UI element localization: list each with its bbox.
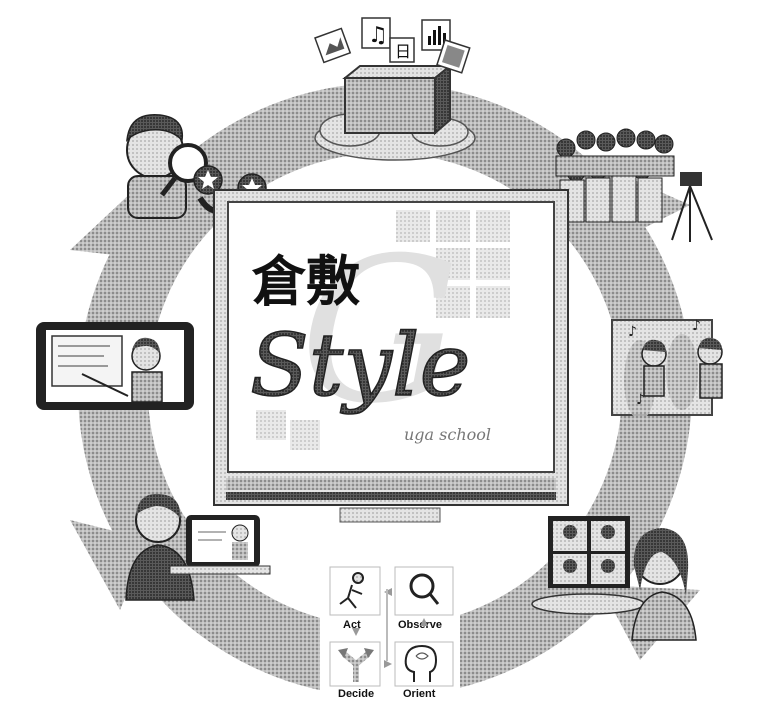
- svg-text:日: 日: [395, 42, 411, 61]
- ooda-observe-label: Observe: [398, 619, 442, 631]
- tablet-teacher: [36, 322, 194, 410]
- kids-music-performance: ♪ ♪ ♪: [611, 318, 723, 420]
- central-board: G: [213, 189, 569, 523]
- ooda-cycle-arrows: [352, 588, 428, 668]
- whiteboard: [51, 335, 123, 387]
- ooda-decide-label: Decide: [338, 688, 374, 700]
- data-box: [344, 77, 436, 134]
- student-group-recording: [555, 128, 713, 242]
- photo-card-icon: [436, 39, 471, 74]
- ooda-observe: Observe: [394, 566, 454, 631]
- head-icon: [404, 644, 438, 682]
- video-call-student: [531, 516, 697, 641]
- ooda-orient-label: Orient: [403, 688, 436, 700]
- ooda-decide: Decide: [329, 641, 381, 700]
- svg-text:♪: ♪: [628, 324, 637, 340]
- svg-text:♪: ♪: [636, 392, 645, 408]
- image-card-icon: [314, 27, 352, 64]
- camera-icon: [680, 172, 702, 186]
- calendar-icon: 日: [389, 37, 415, 63]
- student-with-tablet: [125, 493, 271, 601]
- watermark-letter: G: [300, 215, 460, 448]
- svg-text:♪: ♪: [692, 318, 701, 334]
- magnifier-icon: [409, 573, 435, 599]
- ring-arrow-icon: [70, 520, 150, 610]
- runner-icon: [339, 572, 364, 609]
- logo-subtitle: uga school: [404, 425, 491, 444]
- logo-style-word: Style: [250, 316, 470, 416]
- ooda-loop: Act Observe Decide Orient: [320, 565, 460, 700]
- svg-text:♫: ♫: [368, 23, 388, 48]
- logo-kanji: 倉敷: [251, 249, 360, 313]
- star-icon: [193, 165, 223, 195]
- music-note-icon: ♫: [361, 17, 391, 49]
- split-arrow-icon: [338, 648, 374, 682]
- cloud-data-box: ♫ 日: [314, 17, 476, 161]
- ooda-act: Act: [329, 566, 381, 631]
- ooda-orient: Orient: [394, 641, 454, 700]
